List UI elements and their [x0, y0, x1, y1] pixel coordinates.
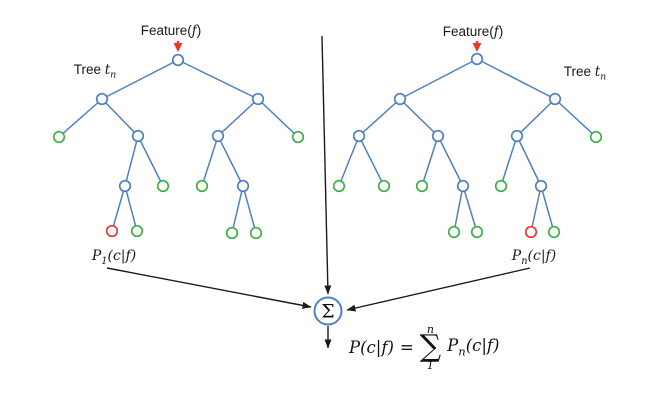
tree-edge [124, 135, 139, 187]
tree-edge [516, 98, 556, 137]
arrow-pn-to-sum [346, 267, 531, 312]
tree-label-left: Tree tn [73, 62, 117, 81]
leaf-node-green [156, 179, 170, 193]
sum-node-circle [313, 296, 343, 326]
feature-label-right: Feature(f) [442, 24, 504, 40]
tree-n [332, 52, 603, 239]
tree-edge [530, 185, 542, 233]
split-node [236, 179, 250, 193]
leaf-node-green [494, 179, 508, 193]
leaf-node-green [195, 179, 209, 193]
tree-edge [137, 135, 164, 187]
arrow-feature-to-sum [321, 35, 332, 295]
leaf-node-green [249, 226, 263, 240]
leaf-node-green [377, 179, 391, 193]
split-node [534, 179, 548, 193]
tree-edge [554, 98, 597, 138]
tree-edge [540, 185, 555, 233]
split-node [211, 129, 225, 143]
tree-edge [338, 135, 360, 187]
tree-edge [516, 135, 542, 187]
tree-edge [421, 135, 439, 187]
split-node [118, 179, 132, 193]
tree-edge [399, 98, 439, 137]
sum-node: Σ [313, 296, 343, 326]
arrow-p1-to-sum [106, 267, 312, 309]
tree-edge [111, 185, 126, 232]
split-node [548, 92, 562, 106]
tree-label-right: Tree tn [563, 64, 607, 83]
arrows-layer [106, 35, 531, 349]
formula-equals: = [399, 337, 414, 357]
tree-edge [437, 135, 464, 187]
tree-edge [217, 135, 244, 187]
split-node [95, 92, 109, 106]
sum-operator: ∑ [419, 329, 442, 364]
selected-leaf-red [105, 224, 119, 238]
tree-edge [201, 135, 219, 187]
leaf-node-green [589, 130, 603, 144]
split-node [431, 129, 445, 143]
tree-edge [242, 185, 257, 234]
tree-1 [52, 53, 305, 240]
output-formula: P(c|f) = n ∑ 1 Pn(c|f) [349, 324, 499, 371]
leaf-node-green [447, 225, 461, 239]
p1-output-label: P1(c|f) [91, 248, 137, 267]
leaf-node-green [470, 225, 484, 239]
formula-lhs: P(c|f) [349, 337, 394, 357]
selected-leaf-red [524, 225, 538, 239]
tree-edge [101, 98, 139, 137]
tree-edge [399, 58, 478, 100]
split-node [352, 129, 366, 143]
sum-symbol: Σ [321, 301, 334, 323]
feature-label-left: Feature(f) [140, 23, 202, 39]
split-node [510, 129, 524, 143]
leaf-node-green [291, 130, 305, 144]
root-node [171, 53, 185, 67]
split-node [251, 92, 265, 106]
tree-edge [358, 135, 385, 187]
tree-edge [177, 59, 259, 100]
pn-output-label: Pn(c|f) [511, 248, 557, 267]
tree-edge [231, 185, 244, 234]
split-node [131, 129, 145, 143]
trees-layer [52, 52, 603, 240]
tree-edge [101, 59, 179, 100]
tree-edge [500, 135, 518, 187]
tree-edge [476, 58, 556, 100]
formula-sum: n ∑ 1 [419, 323, 442, 372]
tree-edge [453, 185, 464, 233]
formula-rhs: Pn(c|f) [447, 336, 500, 359]
tree-edge [58, 98, 103, 138]
leaf-node-green [415, 179, 429, 193]
tree-edge [124, 185, 138, 232]
root-node [470, 52, 484, 66]
split-node [393, 92, 407, 106]
leaf-node-green [332, 179, 346, 193]
tree-edge [217, 98, 259, 137]
leaf-node-green [130, 224, 144, 238]
tree-edge [462, 185, 478, 233]
leaf-node-green [52, 130, 66, 144]
leaf-node-green [225, 226, 239, 240]
split-node [456, 179, 470, 193]
tree-edge [358, 98, 401, 137]
leaf-node-green [547, 225, 561, 239]
tree-edge [257, 98, 299, 138]
